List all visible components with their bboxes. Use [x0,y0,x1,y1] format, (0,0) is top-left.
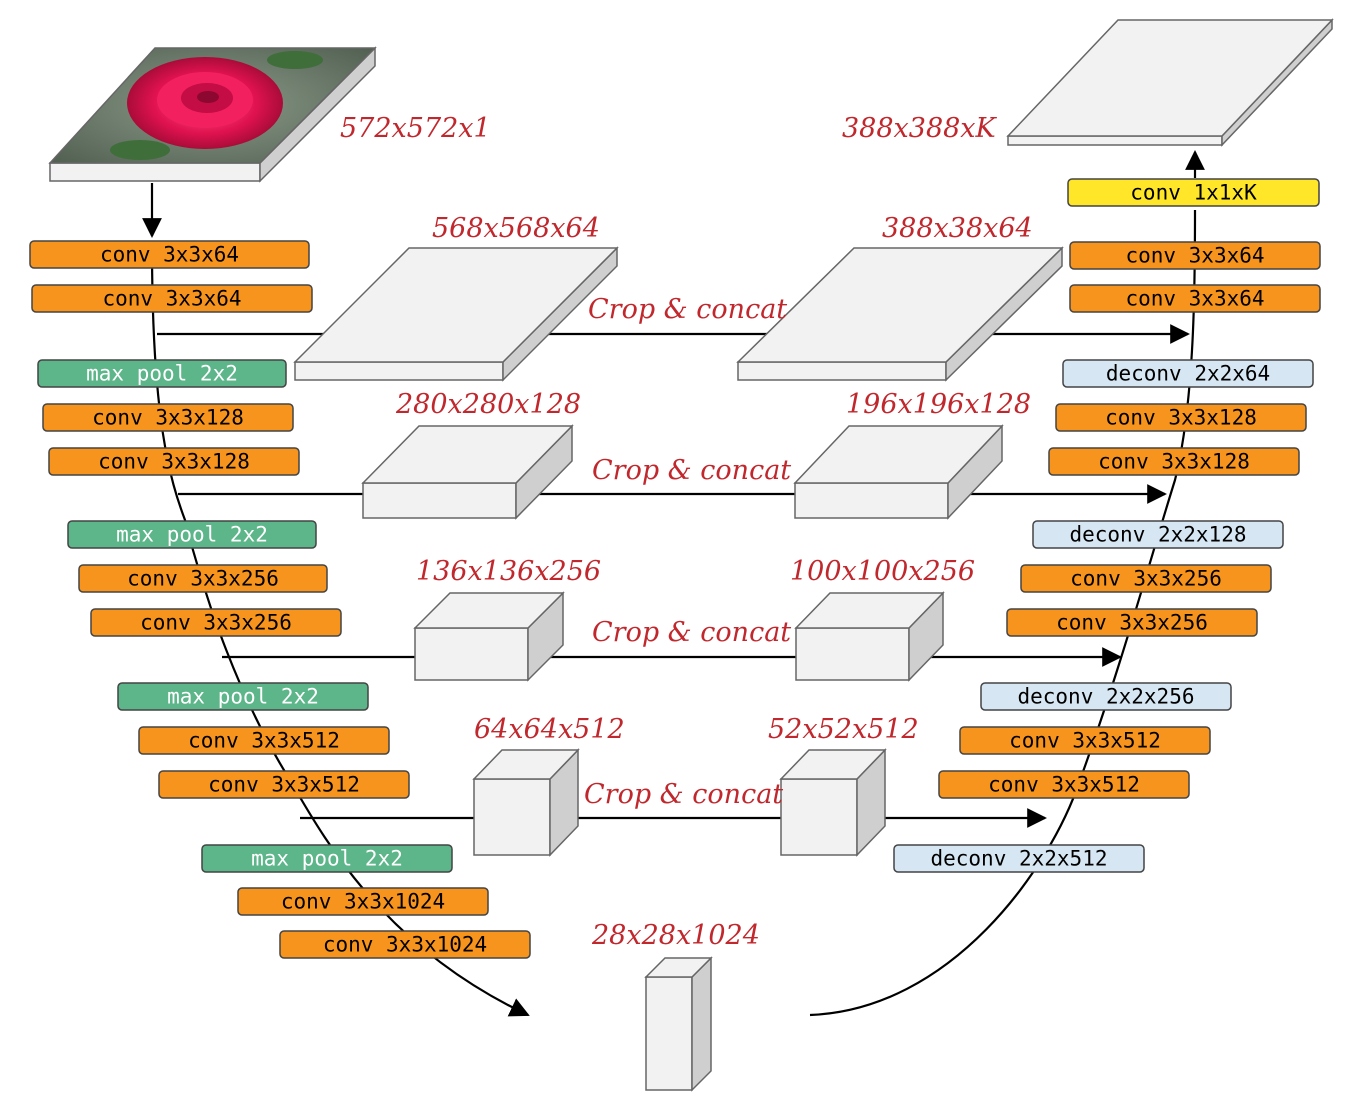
decoder-conv-label: conv 3x3x128 [1105,406,1257,430]
decoder-deconv-label: deconv 2x2x64 [1106,362,1270,386]
decoder-conv-box [1006,608,1258,637]
encoder-maxpool-label: max pool 2x2 [251,847,403,871]
encoder-conv-label: conv 3x3x128 [92,406,244,430]
feature-map-block [472,748,580,857]
decoder-conv-label: conv 3x3x64 [1125,244,1264,268]
skip-right-dim-label: 388x38x64 [882,213,1033,244]
encoder-conv-box [78,564,328,593]
output-block [1006,18,1334,147]
encoder-maxpool-box [201,844,453,873]
decoder-conv-label: conv 3x3x64 [1125,287,1264,311]
decoder-conv-label: conv 3x3x128 [1098,450,1250,474]
input-dim-label: 572x572x1 [340,113,491,144]
decoder-conv-box [1069,284,1321,313]
encoder-maxpool-box [67,520,317,549]
decoder-final-box [1067,178,1320,207]
skip-right-dim-label: 196x196x128 [846,389,1031,420]
decoder-layer-stack: conv 1x1xK conv 3x3x64 conv 3x3x64 deconv 2… [893,178,1321,873]
feature-map-block [413,591,565,682]
skip-left-dim-label: 568x568x64 [432,213,600,244]
feature-map-block [736,246,1064,382]
skip-right-dim-label: 52x52x512 [768,714,919,745]
encoder-conv-label: conv 3x3x512 [188,729,340,753]
encoder-conv-box [42,403,294,432]
feature-map-block [361,424,574,520]
feature-map-block [293,246,619,382]
feature-map-block [793,424,1004,520]
skip-left-dim-label: 280x280x128 [395,389,581,420]
crop-concat-label: Crop & concat [592,617,791,648]
encoder-conv-label: conv 3x3x128 [98,450,250,474]
encoder-layer-stack: conv 3x3x64 conv 3x3x64 max pool 2x2 conv 3… [29,240,531,959]
decoder-deconv-box [980,682,1232,711]
encoder-conv-label: conv 3x3x64 [102,287,241,311]
encoder-conv-box [31,284,313,313]
bottleneck-block [644,956,713,1092]
decoder-conv-box [1020,564,1272,593]
encoder-conv-box [90,608,342,637]
encoder-conv-label: conv 3x3x256 [127,567,279,591]
decoder-conv-box [1048,447,1300,476]
feature-map-block [779,748,887,857]
input-image-block [48,46,377,183]
decoder-conv-box [959,726,1211,755]
decoder-conv-label: conv 3x3x512 [1009,729,1161,753]
encoder-conv-label: conv 3x3x256 [140,611,292,635]
bottleneck-dim-label: 28x28x1024 [591,920,760,951]
decoder-conv-box [1069,241,1321,270]
decoder-conv-box [938,770,1190,799]
decoder-final-label: conv 1x1xK [1130,181,1257,205]
feature-map-block [794,591,945,682]
encoder-conv-box [237,887,489,916]
encoder-maxpool-box [37,359,287,388]
rose-photo-icon [110,51,323,160]
decoder-deconv-label: deconv 2x2x512 [930,847,1107,871]
decoder-deconv-label: deconv 2x2x256 [1017,685,1194,709]
encoder-conv-label: conv 3x3x64 [100,243,239,267]
skip-left-dim-label: 64x64x512 [474,714,625,745]
encoder-conv-box [138,726,390,755]
decoder-conv-label: conv 3x3x512 [988,773,1140,797]
decoder-deconv-label: deconv 2x2x128 [1069,523,1246,547]
encoder-conv-label: conv 3x3x1024 [323,933,487,957]
decoder-deconv-box [893,844,1145,873]
crop-concat-label: Crop & concat [592,455,791,486]
encoder-conv-box [279,930,531,959]
encoder-conv-box [158,770,410,799]
encoder-maxpool-label: max pool 2x2 [86,362,238,386]
crop-concat-label: Crop & concat [584,779,783,810]
decoder-deconv-box [1032,520,1284,549]
encoder-conv-label: conv 3x3x1024 [281,890,445,914]
encoder-conv-box [29,240,310,269]
encoder-conv-box [48,447,300,476]
decoder-conv-label: conv 3x3x256 [1056,611,1208,635]
decoder-deconv-box [1062,359,1314,388]
output-dim-label: 388x388xK [842,113,998,144]
crop-concat-label: Crop & concat [588,294,787,325]
decoder-conv-box [1055,403,1307,432]
skip-right-dim-label: 100x100x256 [790,556,975,587]
skip-left-dim-label: 136x136x256 [416,556,601,587]
decoder-path-curve [809,209,1197,1017]
encoder-conv-label: conv 3x3x512 [208,773,360,797]
decoder-conv-label: conv 3x3x256 [1070,567,1222,591]
encoder-maxpool-box [117,682,369,711]
encoder-maxpool-label: max pool 2x2 [167,685,319,709]
encoder-maxpool-label: max pool 2x2 [116,523,268,547]
